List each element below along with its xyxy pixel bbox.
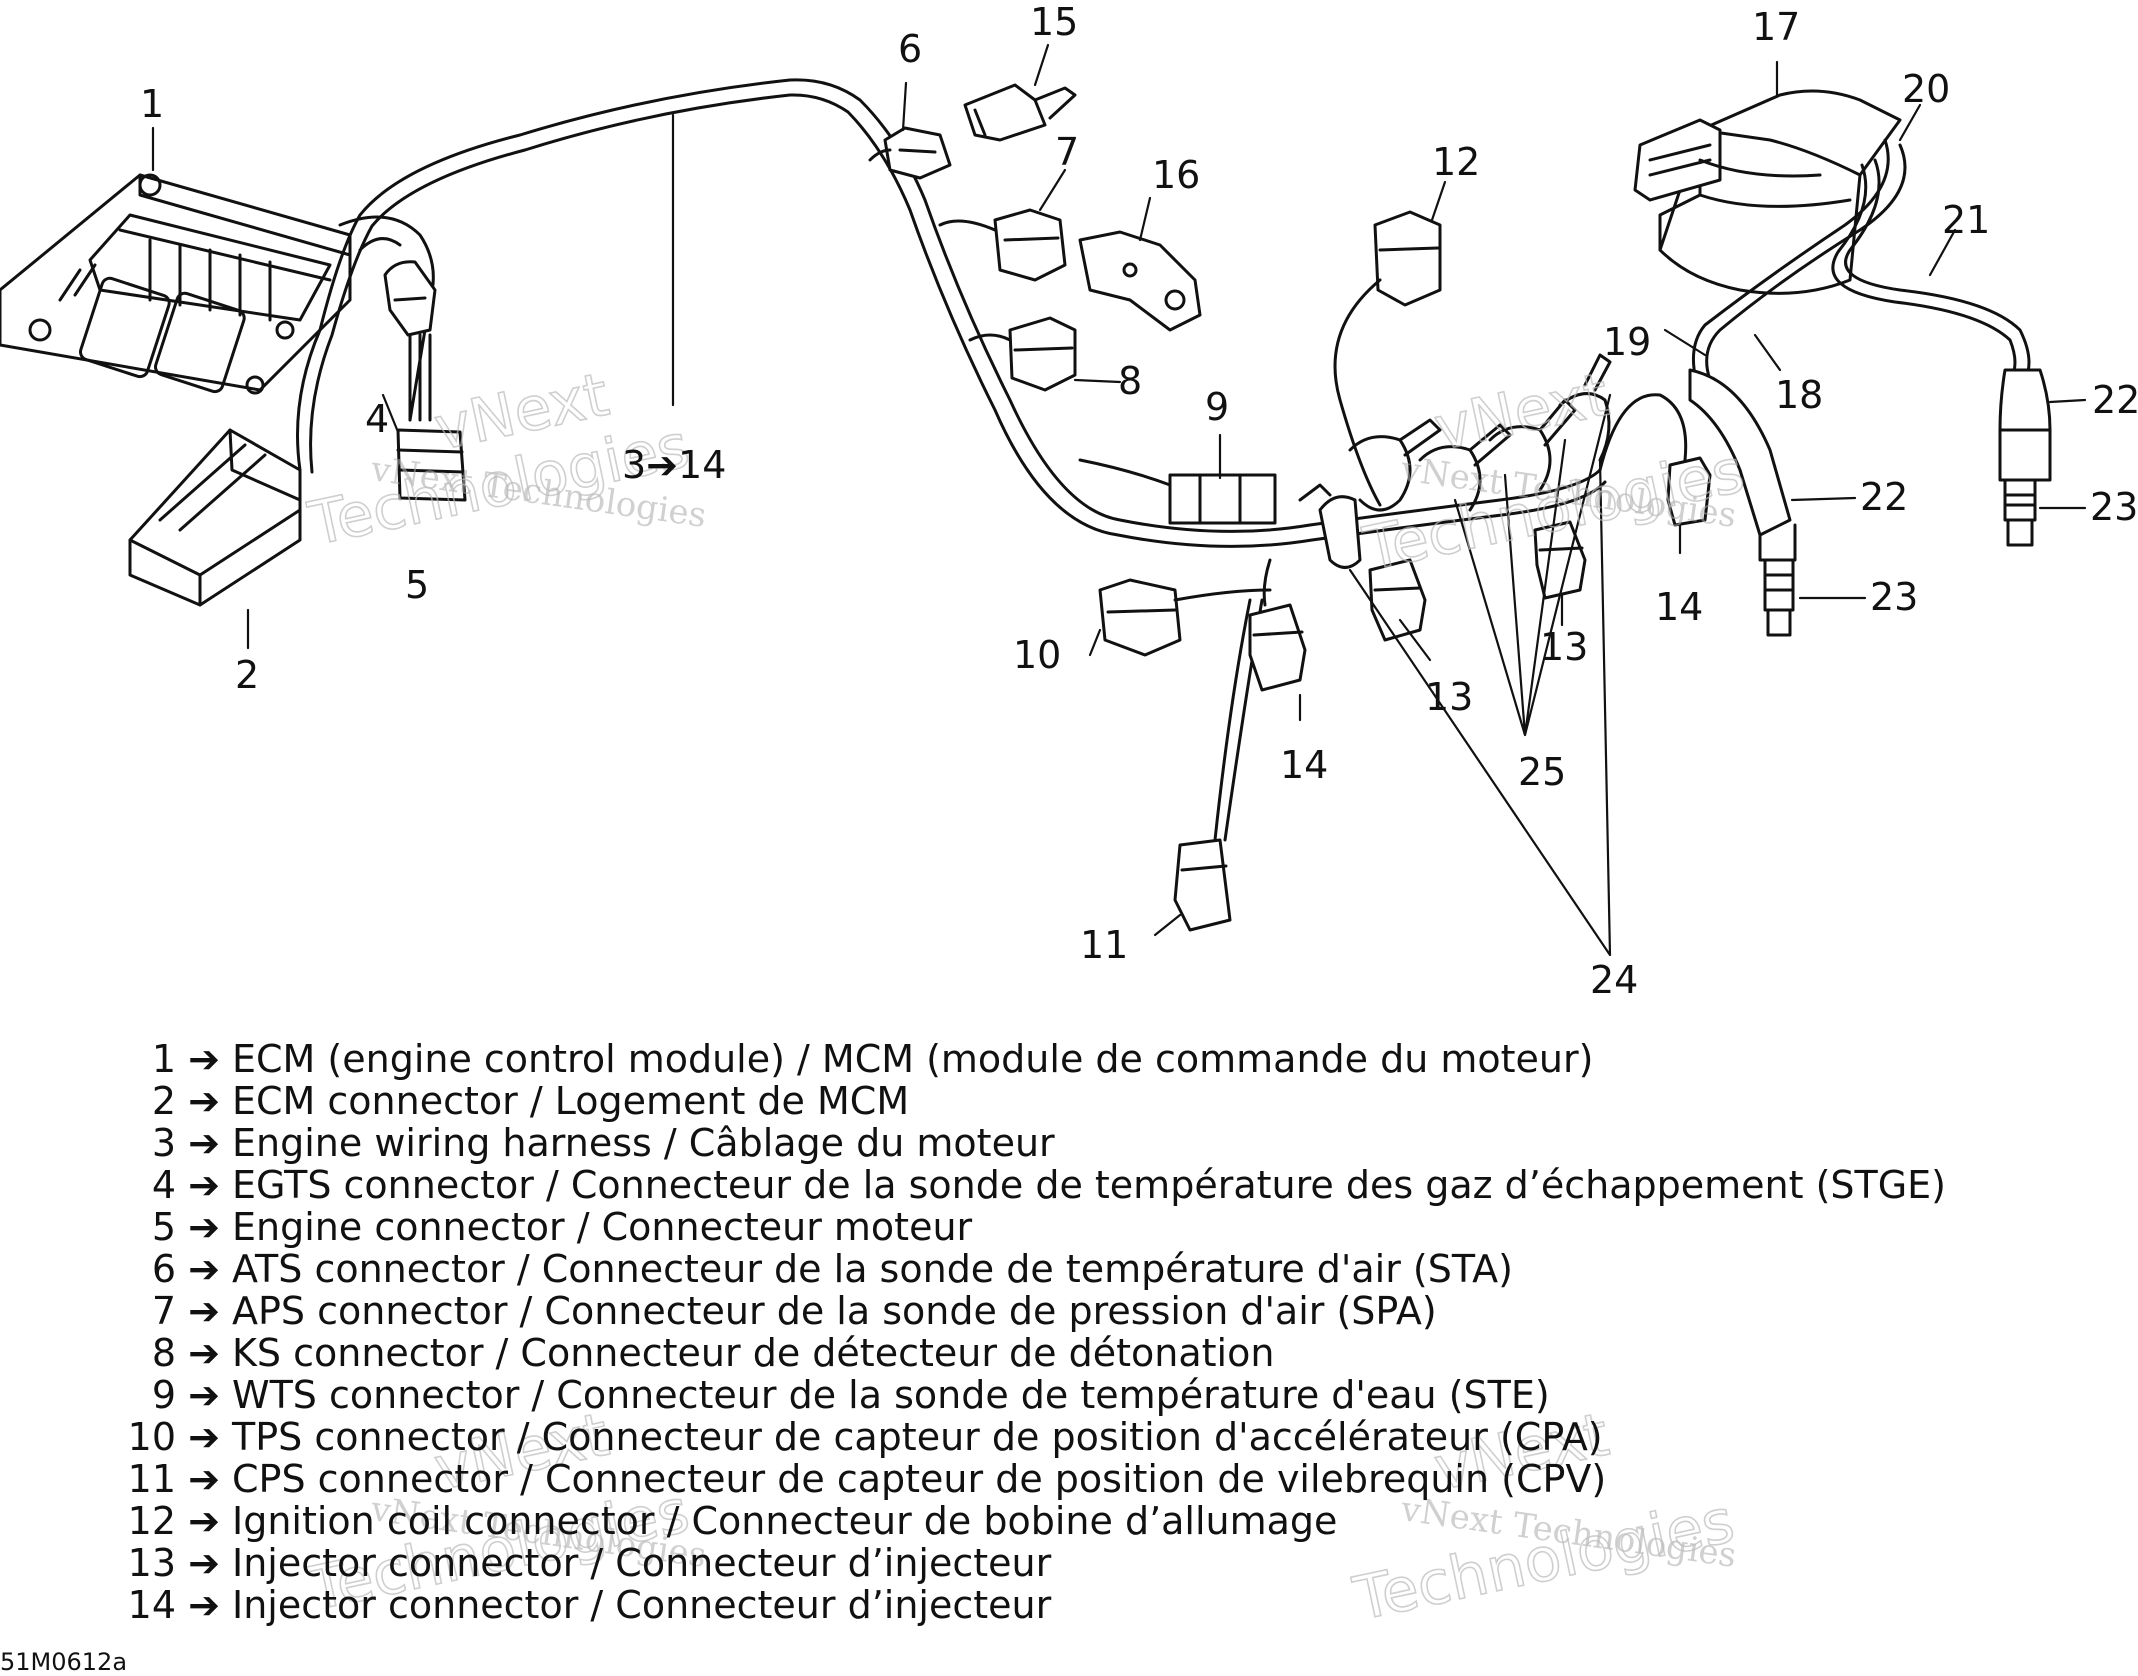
legend-row: 14➔Injector connector / Connecteur d’inj…: [127, 1583, 1052, 1627]
ats-sensor: [963, 83, 1077, 142]
legend-row: 13➔Injector connector / Connecteur d’inj…: [127, 1541, 1052, 1585]
arrow-icon: ➔: [188, 1499, 220, 1543]
callout-13a: 13: [1425, 675, 1473, 719]
callout-23b: 23: [1870, 575, 1918, 619]
leader-lines: [151, 43, 2087, 957]
arrow-icon: ➔: [188, 1121, 220, 1165]
spark-plug-boot-22b: [1998, 368, 2052, 482]
legend-row: 11➔CPS connector / Connecteur de capteur…: [127, 1457, 1607, 1501]
callout-3: 3➔14: [622, 443, 726, 487]
legend-row: 10➔TPS connector / Connecteur de capteur…: [127, 1415, 1603, 1459]
callout-2: 2: [235, 653, 259, 697]
figure-reference: 51M0612a: [0, 1648, 128, 1676]
callout-4: 4: [365, 397, 389, 441]
arrow-icon: ➔: [188, 1415, 220, 1459]
callout-5: 5: [405, 563, 429, 607]
callout-25: 25: [1518, 750, 1566, 794]
legend-row: 3➔Engine wiring harness / Câblage du mot…: [151, 1121, 1055, 1165]
callout-9: 9: [1205, 385, 1229, 429]
arrow-icon: ➔: [188, 1331, 220, 1375]
arrow-icon: ➔: [188, 1079, 220, 1123]
injector-connector-14b: [1598, 393, 1712, 527]
legend-row: 8➔KS connector / Connecteur de détecteur…: [151, 1331, 1275, 1375]
legend-row: 7➔APS connector / Connecteur de la sonde…: [151, 1289, 1437, 1333]
tps-connector: [1098, 578, 1272, 657]
tie-wraps: [1348, 353, 1612, 512]
injector-connector-14a: [1248, 558, 1307, 692]
callout-8: 8: [1118, 359, 1142, 403]
callout-7: 7: [1055, 130, 1079, 174]
arrow-icon: ➔: [188, 1163, 220, 1207]
callout-13b: 13: [1540, 625, 1588, 669]
callout-11: 11: [1080, 923, 1128, 967]
callout-17: 17: [1752, 5, 1800, 49]
legend-row: 2➔ECM connector / Logement de MCM: [151, 1079, 910, 1123]
callout-22b: 22: [1860, 475, 1908, 519]
egts-connector: [383, 260, 437, 422]
arrow-icon: ➔: [188, 1205, 220, 1249]
callout-14a: 14: [1280, 743, 1328, 787]
callout-24: 24: [1590, 958, 1638, 1002]
callout-10: 10: [1013, 633, 1061, 677]
parts-legend: 1➔ECM (engine control module) / MCM (mod…: [118, 1038, 1946, 1626]
spark-plug-23a: [1763, 558, 1795, 637]
callout-16: 16: [1152, 153, 1200, 197]
callout-14b: 14: [1655, 585, 1703, 629]
spark-plug-23b: [2003, 478, 2037, 547]
aps-connector: [938, 208, 1067, 282]
callout-labels: 1 2 3➔14 4 5 6 7 8 9 10 11 12 13 13 14 1…: [140, 0, 2138, 1002]
legend-row: 5➔Engine connector / Connecteur moteur: [151, 1205, 973, 1249]
arrow-icon: ➔: [188, 1541, 220, 1585]
arrow-icon: ➔: [188, 1373, 220, 1417]
spark-plug-cable-18: [1692, 138, 1907, 382]
callout-20: 20: [1902, 67, 1950, 111]
legend-row: 6➔ATS connector / Connecteur de la sonde…: [151, 1247, 1513, 1291]
callout-21: 21: [1942, 198, 1990, 242]
arrow-icon: ➔: [188, 1457, 220, 1501]
callout-1: 1: [140, 82, 164, 126]
arrow-icon: ➔: [188, 1247, 220, 1291]
ignition-coil-connector: [1333, 210, 1442, 507]
spark-plug-cable-21: [1831, 158, 2031, 382]
legend-row: 1➔ECM (engine control module) / MCM (mod…: [151, 1037, 1594, 1081]
arrow-icon: ➔: [188, 1289, 220, 1333]
ecm-module: [0, 173, 352, 395]
ignition-coil: [1633, 89, 1902, 295]
watermarks: vNext vNext Technologies Technologies vN…: [302, 359, 1751, 1636]
ks-connector: [968, 316, 1077, 392]
ats-connector: [868, 126, 952, 180]
arrow-icon: ➔: [188, 1037, 220, 1081]
callout-22a: 22: [2092, 378, 2138, 422]
legend-row: 4➔EGTS connector / Connecteur de la sond…: [151, 1163, 1947, 1207]
arrow-icon: ➔: [188, 1583, 220, 1627]
callout-6: 6: [898, 27, 922, 71]
legend-row: 12➔Ignition coil connector / Connecteur …: [127, 1499, 1338, 1543]
harness-clips: [1298, 483, 1362, 569]
callout-15: 15: [1030, 0, 1078, 44]
legend-row: 9➔WTS connector / Connecteur de la sonde…: [151, 1373, 1550, 1417]
wts-connector: [1078, 458, 1277, 525]
engine-connector: [396, 428, 467, 502]
callout-23a: 23: [2090, 485, 2138, 529]
aps-sensor: [1078, 230, 1202, 332]
callout-19: 19: [1603, 320, 1651, 364]
svg-text:vNext: vNext: [1429, 360, 1615, 465]
callout-18: 18: [1775, 373, 1823, 417]
callout-12: 12: [1432, 140, 1480, 184]
ecm-connector: [128, 428, 302, 607]
